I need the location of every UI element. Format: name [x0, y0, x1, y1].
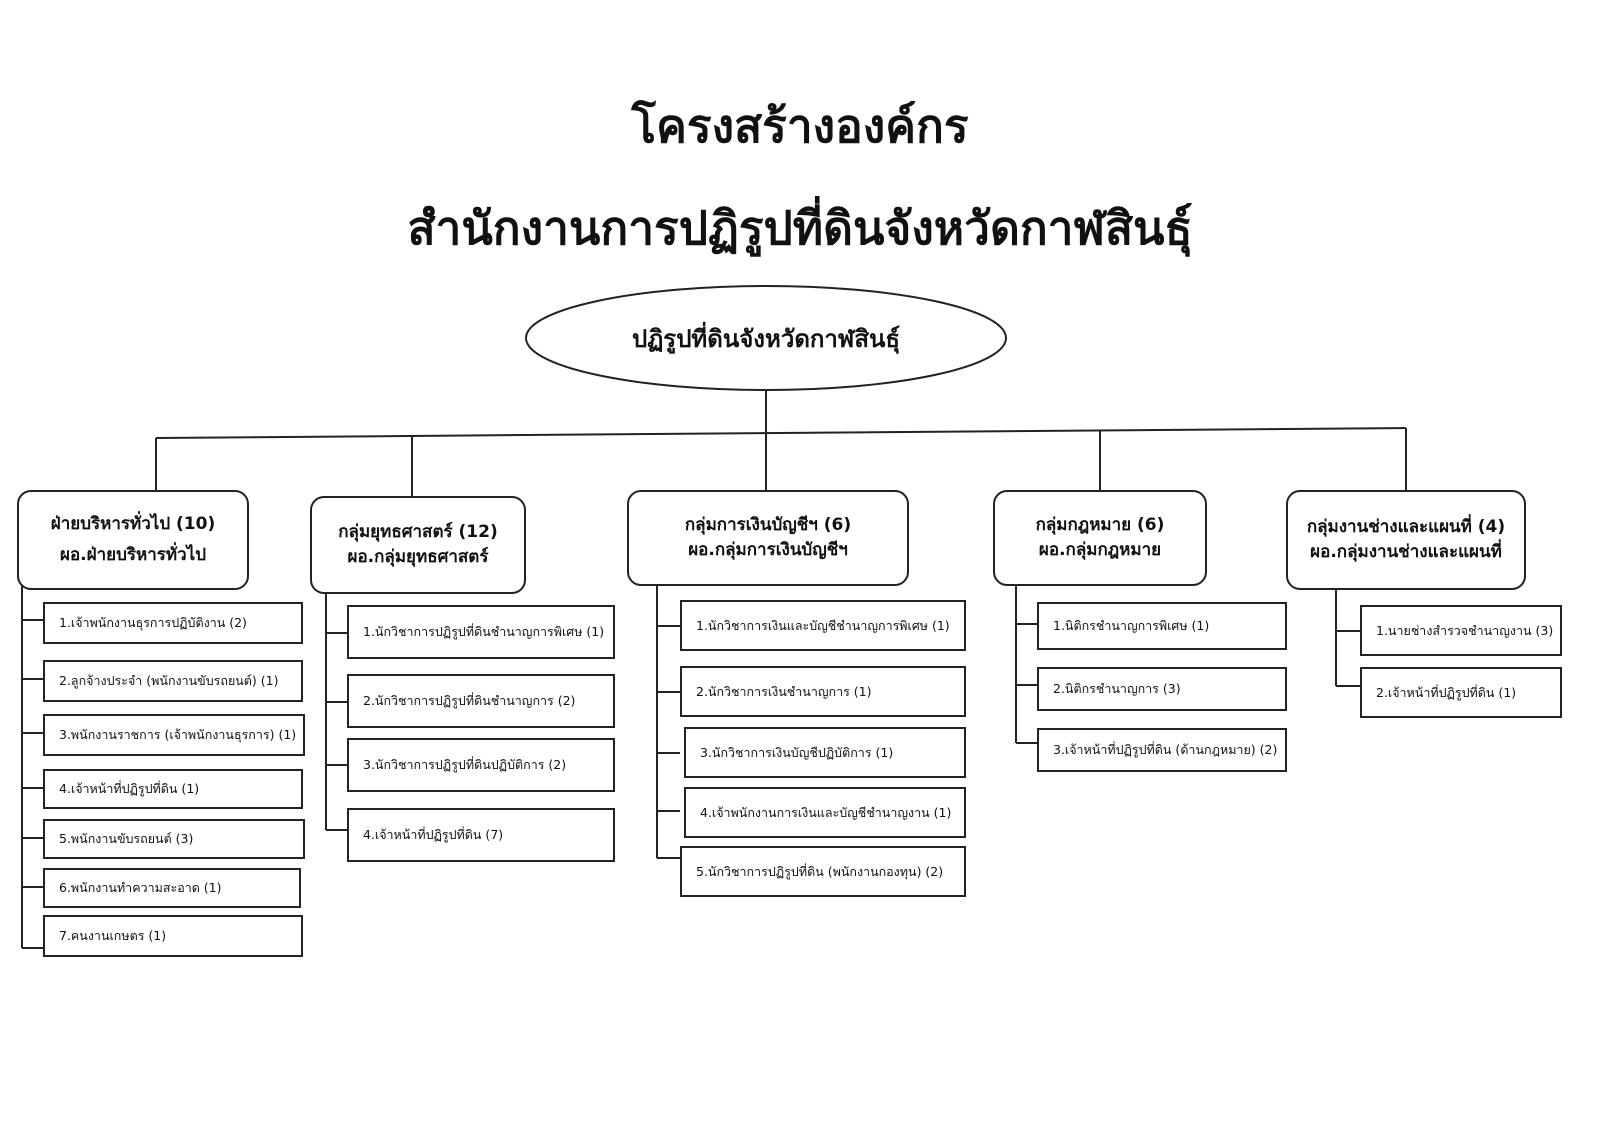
position-box: 2.นักวิชาการปฏิรูปที่ดินชำนาญการ (2): [347, 674, 615, 728]
chart-subtitle: สำนักงานการปฏิรูปที่ดินจังหวัดกาฬสินธุ์: [407, 201, 1193, 255]
group-box-legal: กลุ่มกฎหมาย (6) ผอ.กลุ่มกฎหมาย: [993, 490, 1207, 586]
position-box: 3.พนักงานราชการ (เจ้าพนักงานธุรการ) (1): [43, 714, 305, 756]
position-box: 4.เจ้าพนักงานการเงินและบัญชีชำนาญงาน (1): [684, 787, 966, 838]
group-box-general-admin: ฝ่ายบริหารทั่วไป (10) ผอ.ฝ่ายบริหารทั่วไ…: [17, 490, 249, 590]
group-name: กลุ่มยุทธศาสตร์ (12): [338, 522, 498, 543]
group-head: ผอ.ฝ่ายบริหารทั่วไป: [60, 545, 206, 565]
position-box: 1.นายช่างสำรวจชำนาญงาน (3): [1360, 605, 1562, 656]
position-box: 3.นักวิชาการเงินบัญชีปฏิบัติการ (1): [684, 727, 966, 778]
position-box: 1.นิติกรชำนาญการพิเศษ (1): [1037, 602, 1287, 650]
group-box-engineering-maps: กลุ่มงานช่างและแผนที่ (4) ผอ.กลุ่มงานช่า…: [1286, 490, 1526, 590]
position-box: 2.นักวิชาการเงินชำนาญการ (1): [680, 666, 966, 717]
group-head: ผอ.กลุ่มยุทธศาสตร์: [347, 547, 489, 567]
position-box: 6.พนักงานทำความสะอาด (1): [43, 868, 301, 908]
group-box-finance: กลุ่มการเงินบัญชีฯ (6) ผอ.กลุ่มการเงินบั…: [627, 490, 909, 586]
chart-title: โครงสร้างองค์กร: [631, 99, 969, 153]
group-name: ฝ่ายบริหารทั่วไป (10): [50, 514, 216, 535]
position-box: 4.เจ้าหน้าที่ปฏิรูปที่ดิน (7): [347, 808, 615, 862]
position-box: 2.ลูกจ้างประจำ (พนักงานขับรถยนต์) (1): [43, 660, 303, 702]
position-box: 7.คนงานเกษตร (1): [43, 915, 303, 957]
position-box: 5.พนักงานขับรถยนต์ (3): [43, 819, 305, 859]
group-name: กลุ่มงานช่างและแผนที่ (4): [1306, 517, 1506, 538]
group-head: ผอ.กลุ่มงานช่างและแผนที่: [1310, 542, 1502, 562]
position-box: 4.เจ้าหน้าที่ปฏิรูปที่ดิน (1): [43, 769, 303, 809]
position-box: 1.นักวิชาการปฏิรูปที่ดินชำนาญการพิเศษ (1…: [347, 605, 615, 659]
group-box-strategy: กลุ่มยุทธศาสตร์ (12) ผอ.กลุ่มยุทธศาสตร์: [310, 496, 526, 594]
position-box: 2.นิติกรชำนาญการ (3): [1037, 667, 1287, 711]
group-head: ผอ.กลุ่มการเงินบัญชีฯ: [688, 540, 848, 560]
position-box: 5.นักวิชาการปฏิรูปที่ดิน (พนักงานกองทุน)…: [680, 846, 966, 897]
position-box: 3.เจ้าหน้าที่ปฏิรูปที่ดิน (ด้านกฎหมาย) (…: [1037, 728, 1287, 772]
position-box: 2.เจ้าหน้าที่ปฏิรูปที่ดิน (1): [1360, 667, 1562, 718]
main-horizontal-line: [155, 427, 1407, 439]
root-node: ปฏิรูปที่ดินจังหวัดกาฬสินธุ์: [631, 324, 901, 353]
group-name: กลุ่มการเงินบัญชีฯ (6): [684, 515, 852, 536]
position-box: 3.นักวิชาการปฏิรูปที่ดินปฏิบัติการ (2): [347, 738, 615, 792]
position-box: 1.นักวิชาการเงินและบัญชีชำนาญการพิเศษ (1…: [680, 600, 966, 651]
group-head: ผอ.กลุ่มกฎหมาย: [1038, 540, 1162, 560]
group-name: กลุ่มกฎหมาย (6): [1035, 515, 1165, 536]
position-box: 1.เจ้าพนักงานธุรการปฏิบัติงาน (2): [43, 602, 303, 644]
